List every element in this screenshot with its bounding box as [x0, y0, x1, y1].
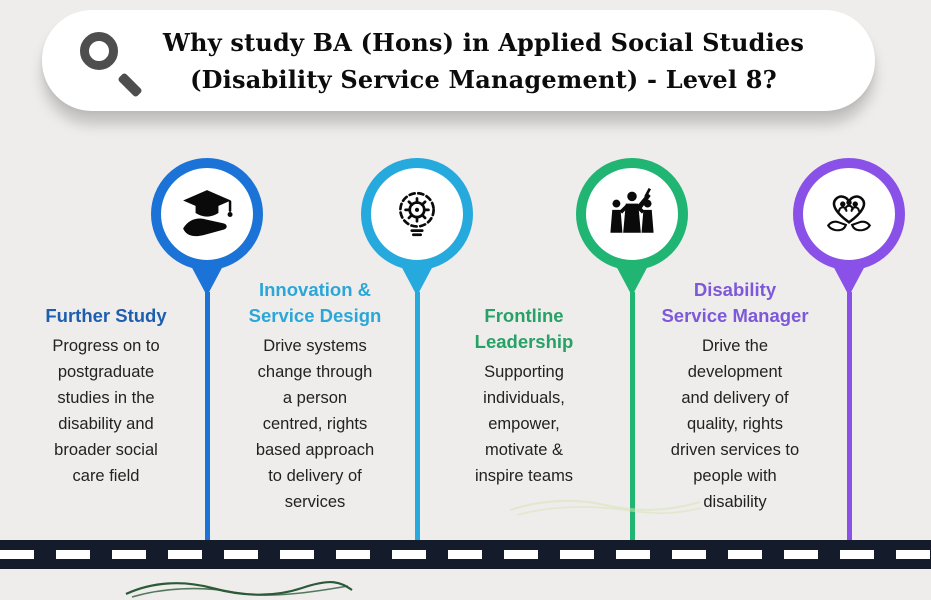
milestone-pin-leadership — [576, 158, 688, 270]
milestone-body: Drive systems change through a person ce… — [255, 337, 375, 511]
milestone-heading: Further Study — [20, 303, 192, 329]
mind-gear-icon — [399, 191, 435, 237]
road — [0, 540, 931, 569]
decorative-squiggle-bottom — [125, 581, 353, 598]
milestone-body: Supporting individuals, empower, motivat… — [474, 363, 574, 485]
page-title-line2: (Disability Service Management) - Level … — [190, 64, 777, 94]
heart-care-icon — [826, 195, 872, 232]
team-leadership-icon — [610, 188, 654, 233]
page-title: Why study BA (Hons) in Applied Social St… — [42, 24, 875, 98]
heading-line: Service Design — [248, 305, 382, 326]
milestone-text-service-manager: Disability Service Manager Drive the dev… — [646, 277, 824, 515]
milestone-heading: Disability Service Manager — [646, 277, 824, 329]
heading-line: Disability — [693, 279, 777, 300]
milestone-heading: Innovation & Service Design — [226, 277, 404, 329]
milestone-body: Drive the development and delivery of qu… — [670, 337, 800, 511]
milestone-pin-further-study — [151, 158, 263, 270]
milestone-heading: Frontline Leadership — [438, 303, 610, 355]
heading-line: Innovation & — [258, 279, 372, 300]
pin-stem-leadership — [630, 292, 635, 544]
header-banner: Why study BA (Hons) in Applied Social St… — [42, 10, 875, 111]
heading-line: Frontline — [484, 305, 564, 326]
heading-line: Service Manager — [661, 305, 809, 326]
page-title-line1: Why study BA (Hons) in Applied Social St… — [162, 27, 805, 57]
pin-stem-innovation — [415, 292, 420, 544]
heading-line: Leadership — [474, 331, 574, 352]
milestone-text-further-study: Further Study Progress on to postgraduat… — [20, 303, 192, 489]
pin-stem-service-manager — [847, 292, 852, 544]
magnifier-glass — [80, 32, 118, 70]
graduation-cap-hand-icon — [183, 190, 233, 237]
decorative-squiggle-roadside — [509, 499, 702, 516]
milestone-pin-service-manager — [793, 158, 905, 270]
pin-stem-further-study — [205, 292, 210, 544]
milestone-pin-innovation — [361, 158, 473, 270]
milestone-body: Progress on to postgraduate studies in t… — [52, 337, 160, 485]
heading-line: Further Study — [45, 305, 167, 326]
road-center-line — [0, 550, 931, 559]
milestone-text-innovation: Innovation & Service Design Drive system… — [226, 277, 404, 515]
magnifier-icon — [80, 32, 144, 98]
milestone-text-leadership: Frontline Leadership Supporting individu… — [438, 303, 610, 489]
magnifier-handle — [117, 72, 143, 98]
